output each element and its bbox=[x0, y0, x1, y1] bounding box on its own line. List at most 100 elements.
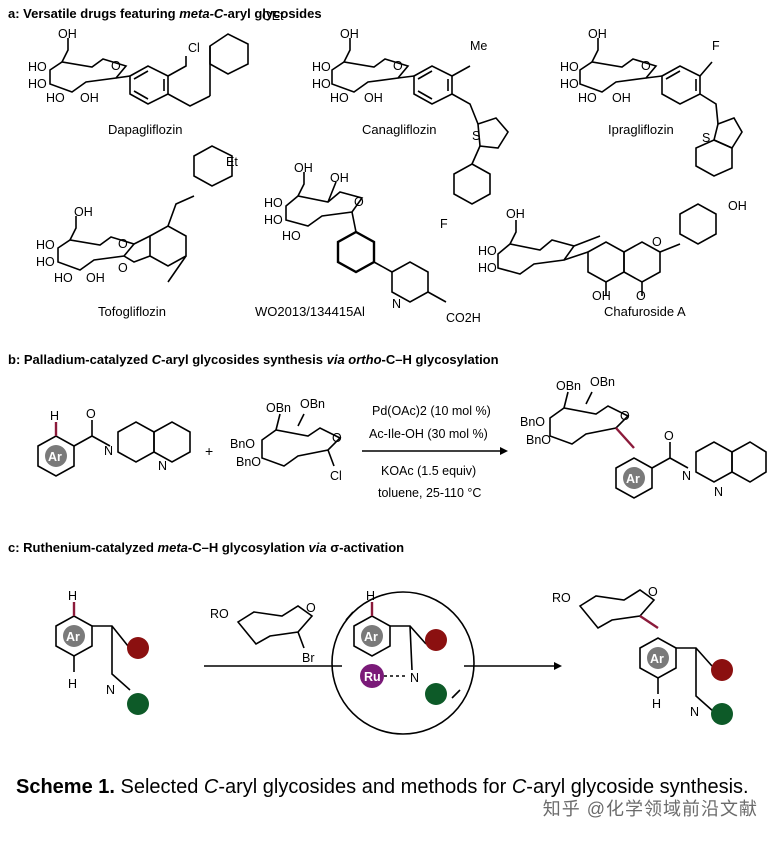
atom-oh: OH bbox=[592, 289, 611, 303]
atom-me: Me bbox=[470, 39, 487, 53]
glycosyl-chloride-structure bbox=[261, 413, 342, 467]
compound-name-ipragliflozin: Ipragliflozin bbox=[608, 122, 674, 137]
atom-n: N bbox=[682, 469, 691, 483]
atom-h: H bbox=[366, 589, 375, 603]
atom-oet: OEt bbox=[262, 9, 284, 23]
atom-ho: HO bbox=[312, 60, 331, 74]
atom-oh: OH bbox=[330, 171, 349, 185]
atom-ho: HO bbox=[330, 91, 349, 105]
atom-ho: HO bbox=[560, 77, 579, 91]
atom-n: N bbox=[410, 671, 419, 685]
atom-obn: OBn bbox=[556, 379, 581, 393]
atom-ho: HO bbox=[478, 261, 497, 275]
atom-o: O bbox=[306, 601, 316, 615]
atom-ho: HO bbox=[312, 77, 331, 91]
wo2013-structure bbox=[285, 172, 447, 303]
atom-obn: OBn bbox=[266, 401, 291, 415]
atom-oh: OH bbox=[588, 27, 607, 41]
imine-substrate-structure bbox=[55, 602, 149, 715]
atom-ho: HO bbox=[264, 213, 283, 227]
atom-oh: OH bbox=[728, 199, 747, 213]
atom-ho: HO bbox=[478, 244, 497, 258]
atom-n: N bbox=[104, 444, 113, 458]
atom-obn: OBn bbox=[590, 375, 615, 389]
atom-cl: Cl bbox=[330, 469, 342, 483]
compound-name-canagliflozin: Canagliflozin bbox=[362, 122, 437, 137]
atom-bno: BnO bbox=[230, 437, 255, 451]
ortho-glycosylated-product-structure bbox=[549, 391, 767, 499]
ipragliflozin-structure bbox=[579, 38, 743, 177]
atom-f: F bbox=[712, 39, 720, 53]
atom-oh: OH bbox=[86, 271, 105, 285]
compound-name-wo2013: WO2013/134415Al bbox=[255, 304, 365, 319]
tofogliflozin-structure bbox=[57, 145, 233, 283]
atom-o: O bbox=[652, 235, 662, 249]
atom-oh: OH bbox=[80, 91, 99, 105]
pyranosyl-bromide-structure bbox=[236, 605, 314, 649]
atom-bno: BnO bbox=[520, 415, 545, 429]
atom-o: O bbox=[620, 409, 630, 423]
atom-ho: HO bbox=[54, 271, 73, 285]
atom-ho: HO bbox=[282, 229, 301, 243]
atom-f: F bbox=[440, 217, 448, 231]
atom-bno: BnO bbox=[236, 455, 261, 469]
atom-oh: OH bbox=[74, 205, 93, 219]
ar-label: Ar bbox=[650, 652, 664, 666]
atom-o: O bbox=[641, 59, 651, 73]
atom-ho: HO bbox=[28, 77, 47, 91]
atom-h: H bbox=[652, 697, 661, 711]
atom-br: Br bbox=[302, 651, 315, 665]
atom-h: H bbox=[68, 589, 77, 603]
catalytic-cycle-circle bbox=[331, 591, 475, 735]
atom-oh: OH bbox=[612, 91, 631, 105]
atom-o: O bbox=[118, 237, 128, 251]
atom-o: O bbox=[393, 59, 403, 73]
atom-s: S bbox=[472, 129, 480, 143]
atom-o: O bbox=[354, 195, 364, 209]
dapagliflozin-structure bbox=[49, 33, 249, 107]
condition-base: KOAc (1.5 equiv) bbox=[381, 464, 477, 478]
atom-ho: HO bbox=[28, 60, 47, 74]
atom-ho: HO bbox=[46, 91, 65, 105]
atom-n: N bbox=[690, 705, 699, 719]
atom-ho: HO bbox=[560, 60, 579, 74]
atom-o: O bbox=[636, 289, 646, 303]
condition-catalyst: Pd(OAc)2 (10 mol %) bbox=[372, 404, 491, 418]
ar-label: Ar bbox=[364, 630, 378, 644]
condition-ligand: Ac-Ile-OH (30 mol %) bbox=[369, 427, 488, 441]
atom-et: Et bbox=[226, 155, 238, 169]
section-c-title: c: Ruthenium-catalyzed meta-C–H glycosyl… bbox=[8, 540, 405, 555]
ar-label: Ar bbox=[626, 472, 640, 486]
atom-n: N bbox=[392, 297, 401, 311]
atom-ho: HO bbox=[264, 196, 283, 210]
watermark: 知乎 @化学领域前沿文献 bbox=[542, 799, 758, 819]
ruthenium-intermediate-structure bbox=[353, 602, 447, 705]
chafuroside-a-structure bbox=[497, 203, 717, 296]
atom-co2h: CO2H bbox=[446, 311, 481, 325]
atom-ro: RO bbox=[552, 591, 571, 605]
meta-glycosylated-product-structure bbox=[578, 589, 733, 725]
atom-ho: HO bbox=[36, 238, 55, 252]
atom-oh: OH bbox=[364, 91, 383, 105]
atom-ho: HO bbox=[578, 91, 597, 105]
atom-n: N bbox=[106, 683, 115, 697]
atom-ho: HO bbox=[36, 255, 55, 269]
atom-n: N bbox=[714, 485, 723, 499]
atom-o: O bbox=[648, 585, 658, 599]
atom-o: O bbox=[118, 261, 128, 275]
atom-cl: Cl bbox=[188, 41, 200, 55]
atom-oh: OH bbox=[340, 27, 359, 41]
scheme-caption: Scheme 1. Selected C-aryl glycosides and… bbox=[16, 776, 749, 798]
atom-ro: RO bbox=[210, 607, 229, 621]
compound-name-dapagliflozin: Dapagliflozin bbox=[108, 122, 183, 137]
compound-name-tofogliflozin: Tofogliflozin bbox=[98, 304, 166, 319]
section-b-title: b: Palladium-catalyzed C-aryl glycosides… bbox=[8, 352, 499, 367]
cycle-arrowheads bbox=[345, 611, 461, 699]
atom-oh: OH bbox=[294, 161, 313, 175]
ar-label: Ar bbox=[48, 450, 62, 464]
atom-n: N bbox=[158, 459, 167, 473]
atom-bno: BnO bbox=[526, 433, 551, 447]
atom-s: S bbox=[702, 131, 710, 145]
compound-name-chafuroside-a: Chafuroside A bbox=[604, 304, 686, 319]
atom-oh: OH bbox=[506, 207, 525, 221]
